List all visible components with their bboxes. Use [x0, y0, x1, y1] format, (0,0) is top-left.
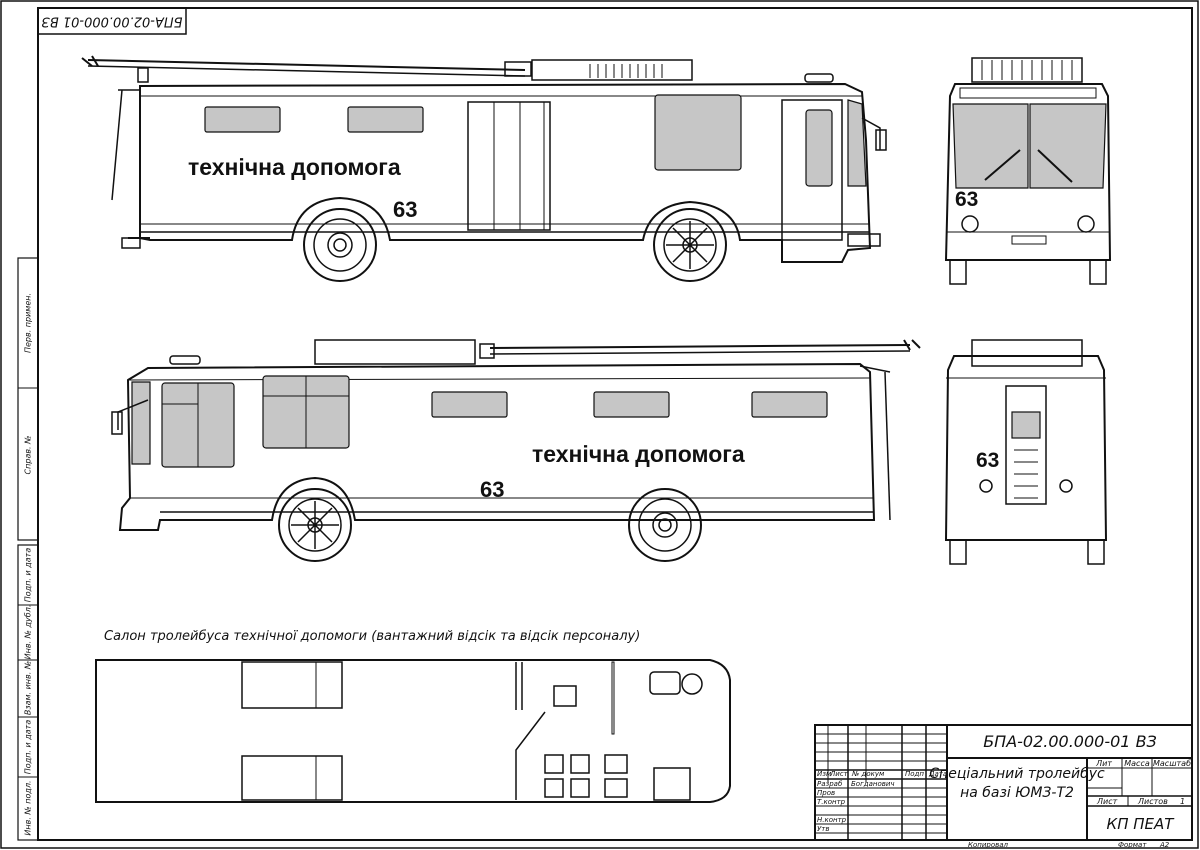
margin-label-podp2: Подп. и дата [24, 720, 33, 775]
front-door [781, 99, 843, 241]
row-tcontrol: Т.контр [817, 798, 846, 806]
fleet-number-front: 63 [955, 188, 978, 211]
margin-label-podp1: Подп. и дата [24, 548, 33, 603]
left-margin-stamps: Перв. примен. Справ. № Подп. и дата Инв.… [17, 257, 39, 841]
side-view-right: технічна допомога 63 [81, 55, 887, 282]
side-window [751, 391, 828, 418]
col-sign: Подп [905, 770, 924, 778]
format-label: Формат [1118, 841, 1147, 849]
col-list: Лист [829, 770, 849, 778]
side-window [347, 106, 424, 133]
seat [544, 754, 564, 774]
sheet-label: Лист [1096, 797, 1118, 806]
side-window-large [654, 94, 742, 171]
top-code-stamp: БПА-02.00.000-01 ВЗ [37, 7, 187, 35]
side-view-left: технічна допомога 63 [111, 339, 921, 562]
interior-caption: Салон тролейбуса технічної допомоги (ван… [104, 629, 640, 644]
driver-seat [649, 671, 681, 695]
title-name-line2: на базі ЮМЗ-Т2 [960, 785, 1074, 801]
side-window [431, 391, 508, 418]
title-name-line1: Спеціальний тролейбус [929, 766, 1105, 782]
side-window [204, 106, 281, 133]
col-lit: Лит [1095, 759, 1112, 768]
copied-label: Копировал [968, 841, 1009, 849]
col-date: Дата [928, 770, 947, 778]
margin-label-perv: Перв. примен. [24, 293, 33, 353]
margin-label-podl: Инв. № подл. [24, 780, 33, 835]
margin-label-dubl: Инв. № дубл. [24, 605, 33, 660]
rear-view: 63 [944, 339, 1108, 565]
seat [544, 778, 564, 798]
fleet-number-left: 63 [480, 477, 504, 502]
roof-grille [589, 64, 663, 78]
wheel [278, 488, 352, 562]
seat [570, 778, 590, 798]
steering-wheel [681, 673, 703, 695]
seat [604, 754, 628, 774]
wheel [628, 488, 702, 562]
fleet-number-right: 63 [393, 197, 417, 222]
format-value: А2 [1159, 841, 1170, 849]
bus-label-left: технічна допомога [532, 441, 745, 467]
wheel [303, 208, 377, 282]
top-code-text: БПА-02.00.000-01 ВЗ [41, 14, 182, 29]
row-checked: Пров [817, 789, 835, 797]
seat [553, 685, 577, 707]
interior-plan [95, 659, 731, 803]
title-block: БПА-02.00.000-01 ВЗ Спеціальний тролейбу… [814, 724, 1193, 841]
wheel [653, 208, 727, 282]
margin-label-vzam: Взам. инв. № [24, 661, 33, 715]
col-scale: Масштаб [1153, 759, 1191, 768]
margin-label-sprav: Справ. № [24, 436, 33, 475]
developer-name: Богданович [851, 780, 895, 788]
col-mass: Масса [1124, 759, 1150, 768]
title-code: БПА-02.00.000-01 ВЗ [983, 732, 1157, 751]
row-approved: Утв [817, 825, 829, 833]
row-ncontrol: Н.контр [817, 816, 847, 824]
col-izm: Изм [817, 770, 832, 778]
seat [570, 754, 590, 774]
front-view: 63 [944, 57, 1112, 285]
roof-grille-front [981, 60, 1073, 80]
side-window [593, 391, 670, 418]
seat [604, 778, 628, 798]
fleet-number-rear: 63 [976, 449, 999, 472]
organization-name: КП ПЕАТ [1107, 815, 1176, 833]
bus-label-right: технічна допомога [188, 154, 401, 180]
sheets-label: Листов [1137, 797, 1168, 806]
sheets-value: 1 [1180, 797, 1185, 806]
cargo-door [467, 101, 551, 231]
row-developer: Разраб [817, 780, 843, 788]
col-doc: № докум [851, 770, 885, 778]
